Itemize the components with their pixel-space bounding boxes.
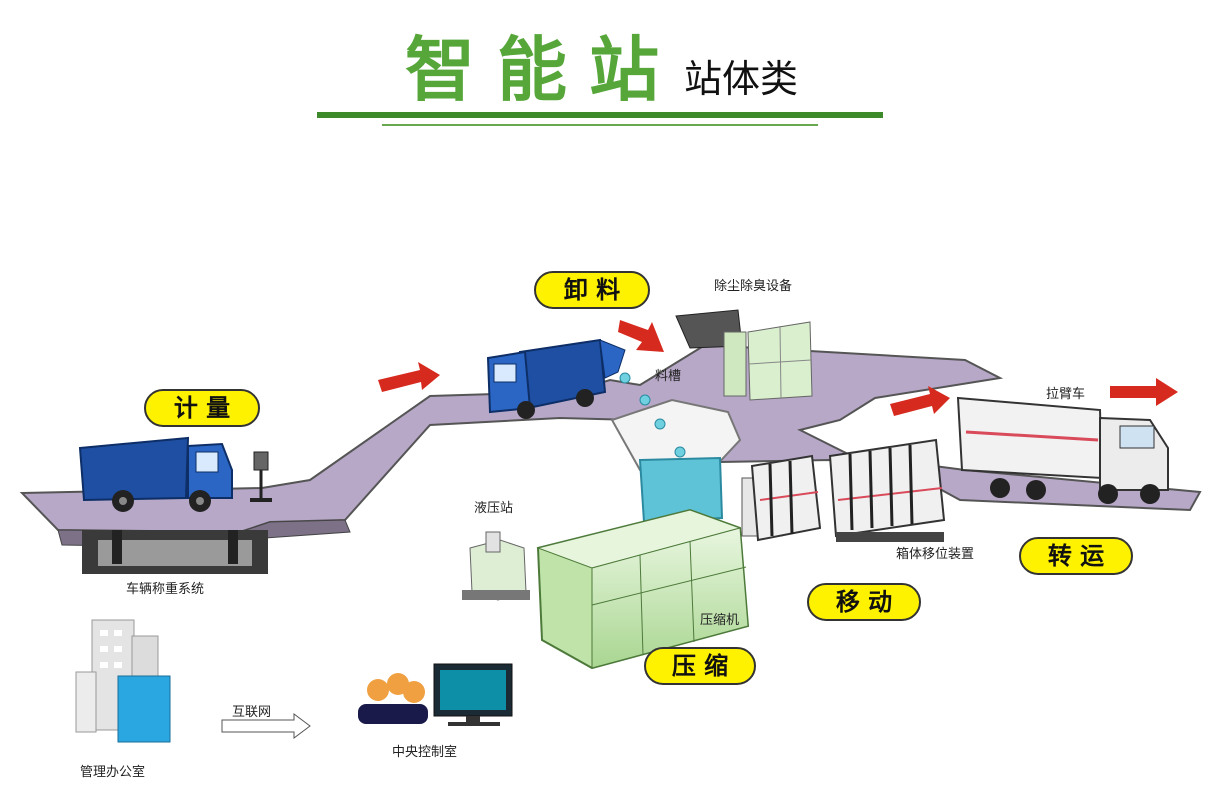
stage-badge-move: 移 动 [807, 583, 921, 621]
arrow-right-icon [890, 386, 950, 416]
dust-removal-icon [675, 309, 813, 401]
compressor-icon [536, 477, 783, 670]
label-office: 管理办公室 [80, 764, 145, 780]
label-internet: 互联网 [232, 705, 271, 720]
page-title: 智能站 [405, 29, 681, 111]
label-weighing-system: 车辆称重系统 [126, 581, 204, 597]
hydraulic-station-icon [462, 531, 530, 601]
svg-text:计 量: 计 量 [174, 394, 230, 422]
label-dust-removal: 除尘除臭设备 [714, 278, 792, 294]
arrow-right-icon [1110, 378, 1178, 406]
stage-badge-unload: 卸 料 [534, 271, 650, 309]
unloading-truck-icon [486, 338, 626, 419]
stage-badge-compress: 压 缩 [644, 647, 756, 685]
scale-terminal-icon [250, 451, 272, 502]
hook-truck-icon [956, 396, 1169, 504]
control-room-icon [358, 663, 513, 726]
label-compressor: 压缩机 [700, 612, 739, 628]
svg-text:移 动: 移 动 [836, 588, 892, 616]
container-box-icon [750, 438, 946, 542]
arrow-right-icon [378, 362, 440, 392]
svg-text:转 运: 转 运 [1048, 542, 1104, 570]
label-box-shifter: 箱体移位装置 [896, 546, 974, 562]
label-hook-truck: 拉臂车 [1046, 386, 1085, 402]
stage-badge-transport: 转 运 [1019, 537, 1133, 575]
office-building-icon [75, 619, 171, 743]
stage-badge-weigh: 计 量 [144, 389, 260, 427]
road-platform [19, 343, 1202, 574]
arrow-down-right-icon [618, 320, 664, 352]
title-divider-thin [382, 124, 818, 126]
page-subtitle: 站体类 [684, 57, 799, 101]
hopper-icon [610, 372, 742, 524]
garbage-truck-icon [78, 436, 233, 512]
label-hopper: 料槽 [655, 369, 681, 384]
label-hydraulic-station: 液压站 [474, 501, 513, 516]
flow-arrows [378, 320, 1178, 416]
svg-text:卸 料: 卸 料 [564, 276, 620, 304]
title-divider-thick [317, 112, 883, 118]
svg-text:压 缩: 压 缩 [672, 652, 728, 680]
label-control-room: 中央控制室 [392, 744, 457, 760]
internet-arrow-icon [221, 713, 311, 739]
